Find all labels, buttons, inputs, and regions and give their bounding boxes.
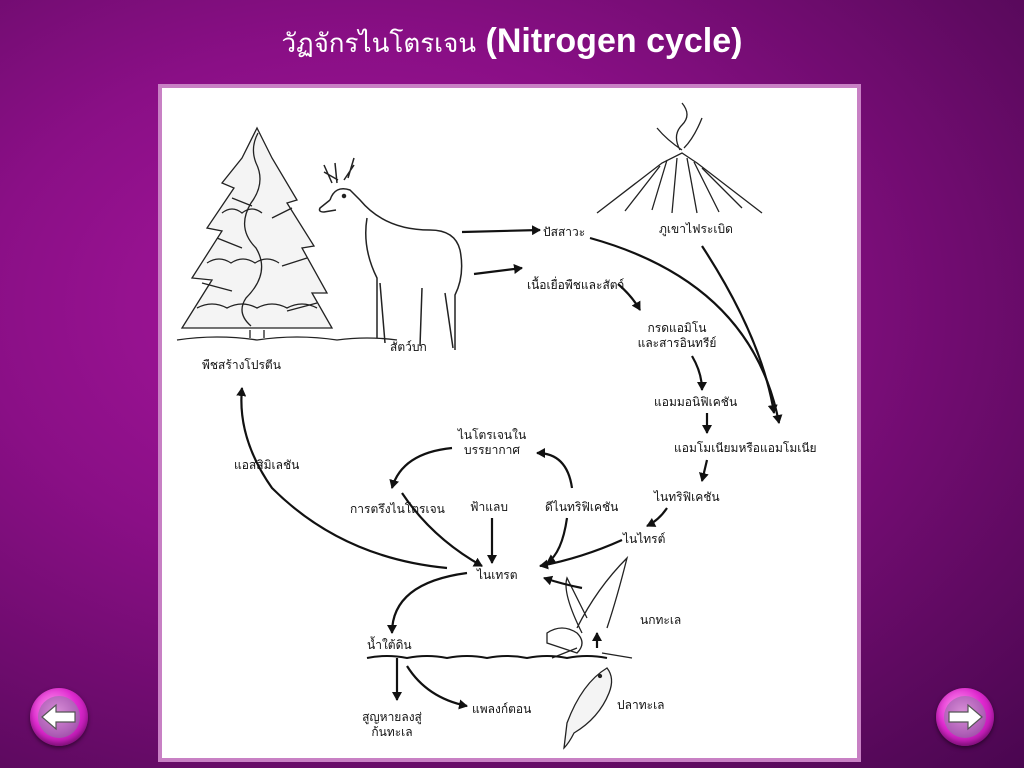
arrow-to-nitrate <box>539 538 623 570</box>
arrow-to-tissue <box>473 264 523 276</box>
label-seabird: นกทะเล <box>640 613 682 627</box>
arrow-to-urine <box>461 225 541 236</box>
label-nitrification: ไนทริฟิเคชัน <box>654 490 720 504</box>
seabird-illustration <box>546 555 633 659</box>
title-thai: วัฏจักรไนโตรเจน <box>281 29 477 59</box>
diagram-frame: ปัสสาวะ ภูเขาไฟระเบิด เนื้อเยื่อพืชและสั… <box>158 84 861 762</box>
water-surface-line <box>366 655 608 660</box>
label-ammonification: แอมมอนิฟิเคชัน <box>654 395 738 409</box>
label-tissue: เนื้อเยื่อพืชและสัตว์ <box>527 278 625 292</box>
arrow-left-icon <box>41 703 76 731</box>
label-fixation: การตรึงไนโตรเจน <box>350 502 445 516</box>
label-animal: สัตว์บก <box>390 340 427 354</box>
arrow-to-nitrite <box>646 507 668 527</box>
nitrogen-cycle-diagram: ปัสสาวะ ภูเขาไฟระเบิด เนื้อเยื่อพืชและสั… <box>162 88 857 758</box>
diagram-drawing <box>176 102 783 750</box>
arc-atm-left <box>389 446 453 489</box>
fish-illustration <box>563 667 613 750</box>
label-groundwater: น้ำใต้ดิน <box>367 638 412 652</box>
label-lost: สูญหายลงสู่ ก้นทะเล <box>362 710 422 739</box>
arrow-to-nitrification <box>698 459 709 482</box>
label-urine: ปัสสาวะ <box>543 225 586 239</box>
label-nitrate: ไนเทรต <box>477 568 518 582</box>
arrow-fixation-to-nitrate <box>401 492 483 567</box>
label-ammonium: แอมโมเนียมหรือแอมโมเนีย <box>674 441 817 455</box>
arrow-right-icon <box>948 703 983 731</box>
arrow-to-ammonification <box>691 355 707 391</box>
arrow-nitrate-to-groundwater <box>387 571 468 634</box>
title-english: (Nitrogen cycle) <box>485 22 743 60</box>
prev-slide-button[interactable] <box>30 688 88 746</box>
label-volcano: ภูเขาไฟระเบิด <box>659 222 733 236</box>
label-plankton: แพลงก์ตอน <box>472 702 532 716</box>
arrow-bird-to-nitrate <box>543 575 583 590</box>
arrow-denitrification <box>546 517 569 564</box>
arrow-assimilation <box>236 387 448 570</box>
arc-atm-right <box>536 448 574 489</box>
page-title: วัฏจักรไนโตรเจน (Nitrogen cycle) <box>0 22 1024 64</box>
label-denitrification: ดีไนทริฟิเคชัน <box>545 500 619 514</box>
label-lightning: ฟ้าแลบ <box>470 500 508 514</box>
arrow-volcano-to-ammonium <box>701 245 778 414</box>
volcano-illustration <box>596 102 763 214</box>
label-amino: กรดแอมิโน และสารอินทรีย์ <box>637 321 717 350</box>
label-assimilation: แอสสิมิเลชัน <box>234 458 300 472</box>
label-plant-protein: พืชสร้างโปรตีน <box>202 358 281 372</box>
pine-tree-illustration <box>176 126 398 341</box>
label-nitrite: ไนไทรต์ <box>623 532 666 546</box>
deer-illustration <box>318 157 463 350</box>
label-fish: ปลาทะเล <box>617 698 665 712</box>
arrow-to-amino <box>617 283 641 311</box>
arrow-to-plankton <box>406 665 468 710</box>
next-slide-button[interactable] <box>936 688 994 746</box>
cycle-arrows <box>236 225 783 710</box>
label-atm-nitrogen: ไนโตรเจนใน บรรยากาศ <box>457 428 527 457</box>
